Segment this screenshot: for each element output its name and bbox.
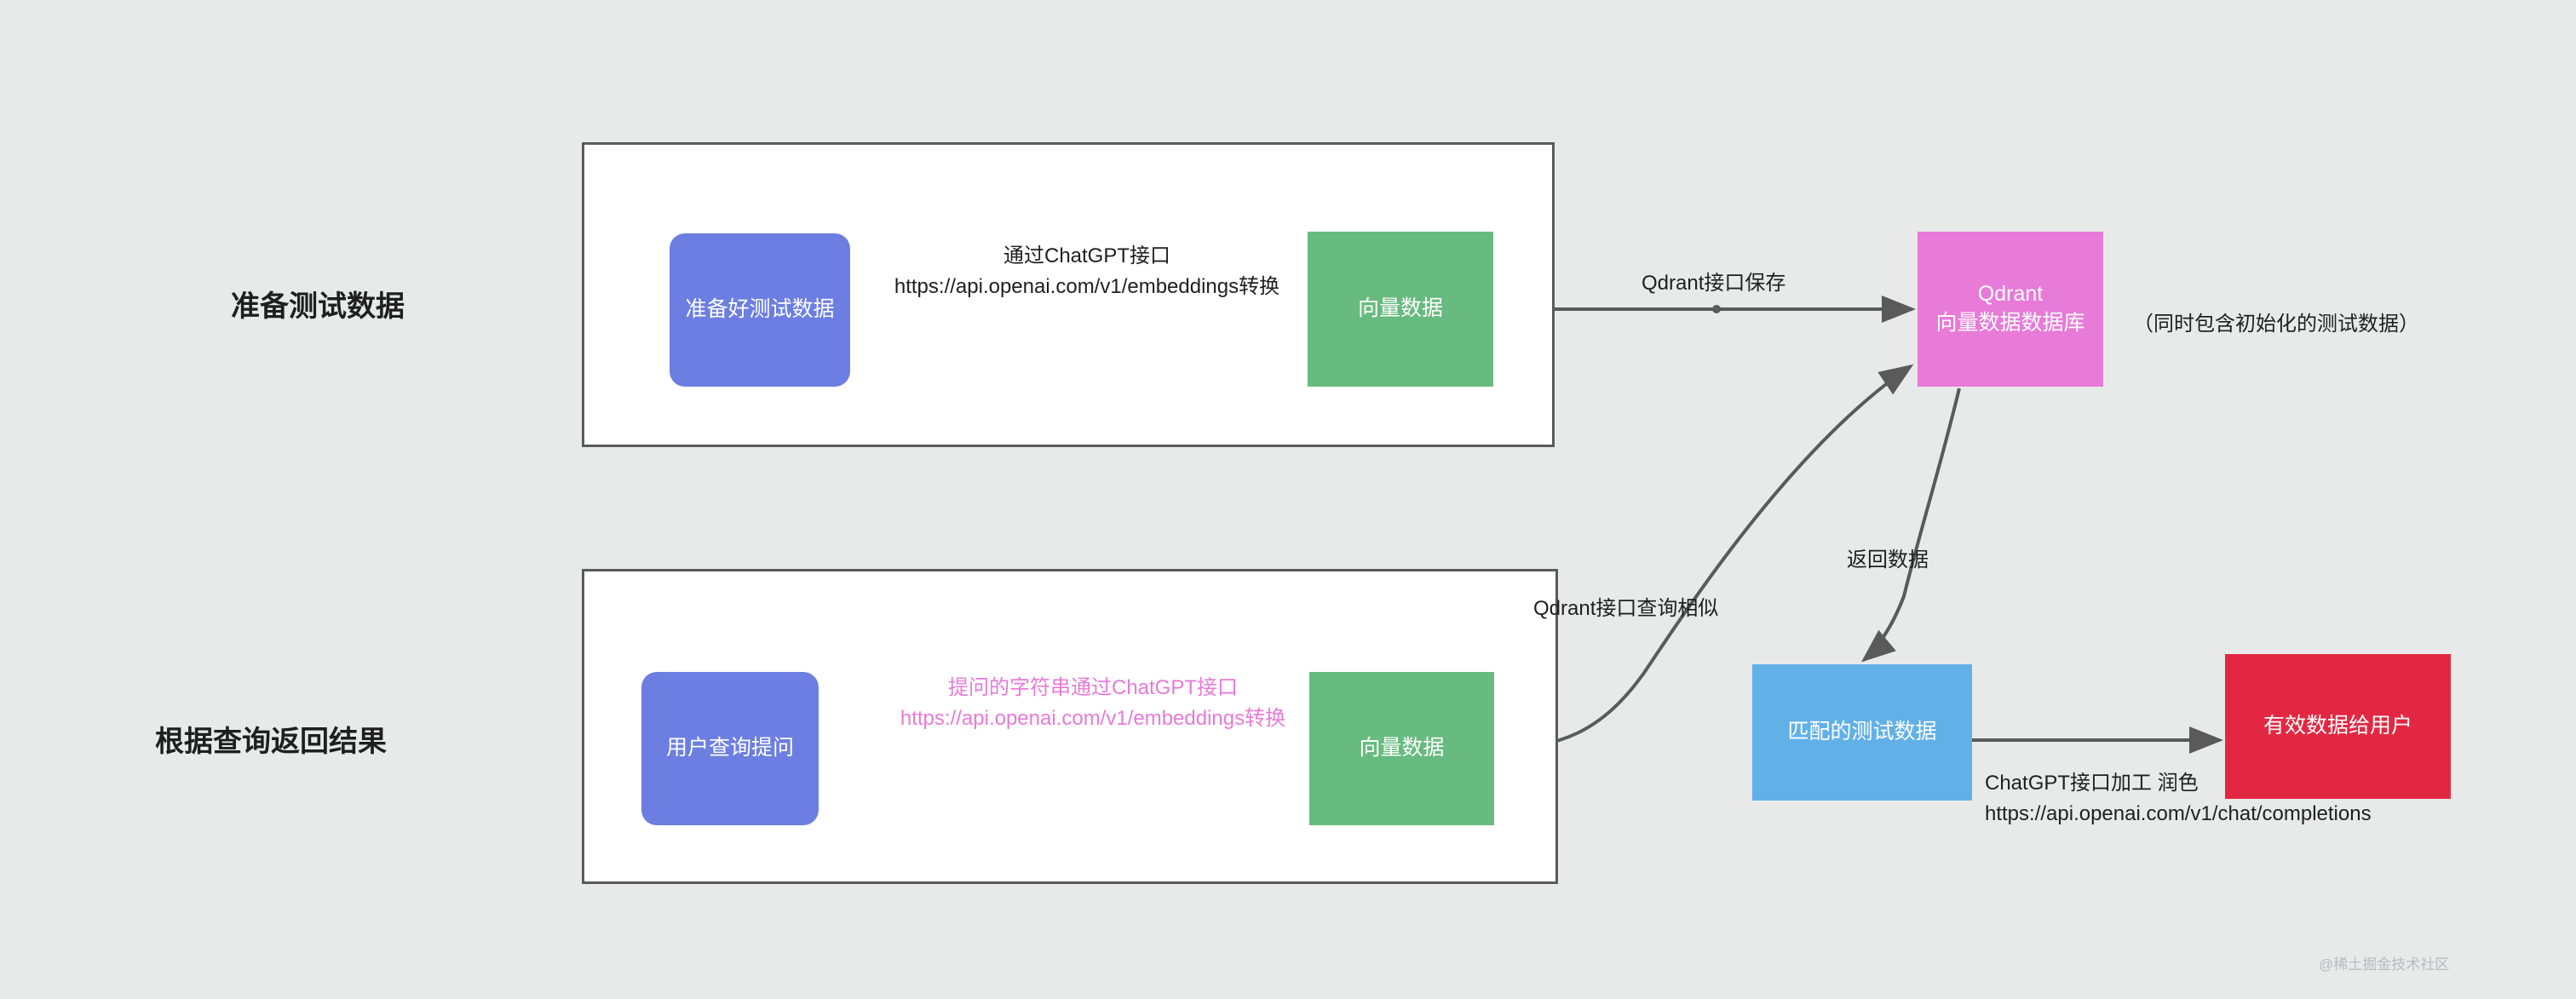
edge-label-qdrant-similarity-query: Qdrant接口查询相似 bbox=[1533, 597, 1719, 620]
edge-qdrant-to-matched bbox=[1860, 388, 1961, 663]
edge-label-line2: https://api.openai.com/v1/embeddings转换 bbox=[894, 275, 1280, 298]
node-label: 向量数据 bbox=[1359, 736, 1445, 761]
edge-label-chatgpt-polish: ChatGPT接口加工 润色 https://api.openai.com/v1… bbox=[1985, 768, 2445, 830]
edge-label-line2: https://api.openai.com/v1/embeddings转换 bbox=[900, 707, 1286, 730]
node-label: 有效数据给用户 bbox=[2263, 714, 2412, 738]
edge-label-return-data: 返回数据 bbox=[1847, 548, 1929, 571]
node-user-query-question[interactable]: 用户查询提问 bbox=[641, 672, 819, 825]
watermark-juejin: @稀土掘金技术社区 bbox=[2319, 956, 2450, 973]
node-vector-data-prepare[interactable]: 向量数据 bbox=[1308, 232, 1493, 387]
edge-label-line1: 提问的字符串通过ChatGPT接口 bbox=[947, 676, 1239, 699]
node-valid-data-to-user[interactable]: 有效数据给用户 bbox=[2225, 654, 2451, 799]
node-matched-test-data[interactable]: 匹配的测试数据 bbox=[1752, 664, 1972, 801]
node-label: 用户查询提问 bbox=[665, 736, 794, 761]
node-label: 匹配的测试数据 bbox=[1787, 720, 1937, 744]
edge-label-line1: ChatGPT接口加工 润色 bbox=[1985, 772, 2199, 795]
edge-waypoint-dot bbox=[1712, 305, 1721, 313]
row-label-prepare-test-data: 准备测试数据 bbox=[231, 290, 405, 323]
edge-label-qdrant-save: Qdrant接口保存 bbox=[1642, 272, 1786, 295]
node-qdrant-vector-database[interactable]: Qdrant 向量数据数据库 bbox=[1918, 232, 2103, 387]
node-label-subtitle: 向量数据数据库 bbox=[1935, 311, 2085, 335]
node-prepare-test-data[interactable]: 准备好测试数据 bbox=[670, 233, 850, 387]
edge-label-embeddings-query: 提问的字符串通过ChatGPT接口 https://api.openai.com… bbox=[863, 673, 1323, 734]
note-includes-initial-test-data: （同时包含初始化的测试数据） bbox=[2133, 313, 2419, 336]
node-vector-data-query[interactable]: 向量数据 bbox=[1309, 672, 1494, 825]
row-label-query-result: 根据查询返回结果 bbox=[155, 726, 387, 758]
edge-label-embeddings-prepare: 通过ChatGPT接口 https://api.openai.com/v1/em… bbox=[857, 241, 1317, 302]
edge-label-line1: 通过ChatGPT接口 bbox=[1003, 244, 1171, 267]
node-label: 准备好测试数据 bbox=[685, 297, 835, 322]
node-label: 向量数据 bbox=[1357, 296, 1443, 321]
node-label-title: Qdrant bbox=[1977, 282, 2044, 307]
edge-label-line2: https://api.openai.com/v1/chat/completio… bbox=[1985, 802, 2372, 825]
